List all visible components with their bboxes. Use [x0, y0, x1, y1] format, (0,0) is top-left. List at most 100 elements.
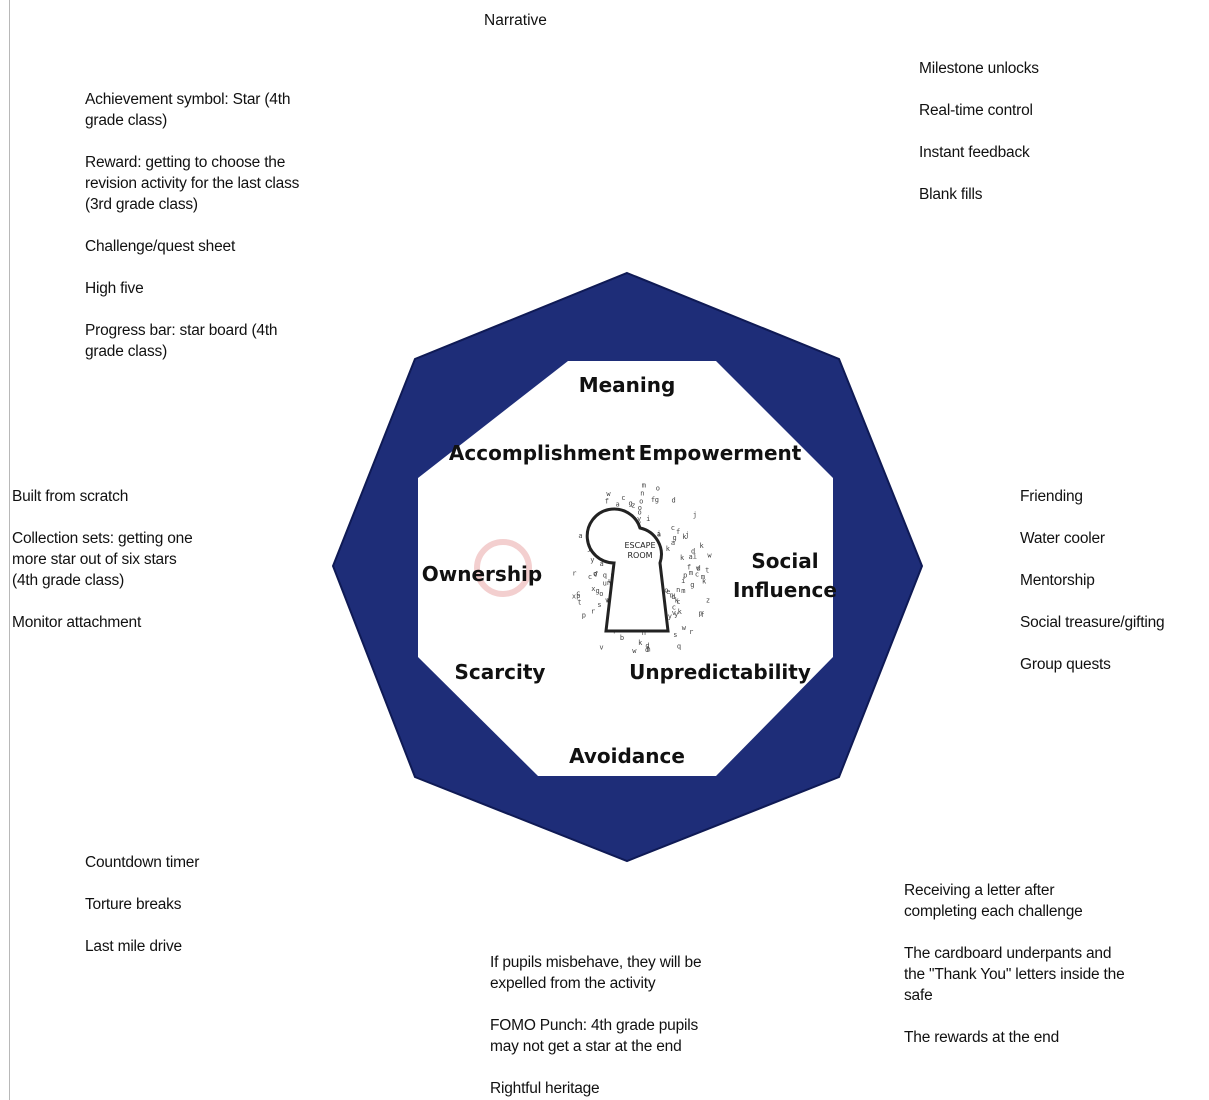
scatter-glyph: g — [655, 496, 659, 504]
scatter-glyph: b — [620, 634, 624, 642]
label-scarcity: Scarcity — [455, 660, 546, 684]
scatter-glyph: x — [591, 585, 595, 593]
accomplishment-items: Achievement symbol: Star (4th grade clas… — [85, 89, 365, 362]
scatter-glyph: p — [582, 612, 586, 620]
scatter-glyph: r — [689, 628, 693, 636]
scatter-glyph: d — [645, 646, 649, 654]
scatter-glyph: d — [691, 547, 695, 555]
scatter-glyph: c — [576, 590, 580, 598]
scatter-glyph: v — [599, 643, 603, 651]
scatter-glyph: m — [701, 573, 705, 581]
label-accomplishment: Accomplishment — [449, 441, 636, 465]
list-item: Challenge/quest sheet — [85, 238, 236, 255]
scatter-glyph: j — [685, 531, 689, 539]
list-item: If pupils misbehave, they will be expell… — [490, 954, 702, 992]
scatter-glyph: a — [689, 553, 693, 561]
scatter-glyph: i — [646, 515, 650, 523]
scatter-glyph: e — [666, 588, 670, 596]
list-item: Mentorship — [1020, 572, 1095, 589]
list-item: Real-time control — [919, 102, 1033, 119]
scatter-glyph: a — [600, 560, 604, 568]
social-influence-items: Friending Water cooler Mentorship Social… — [1020, 486, 1205, 675]
scatter-glyph: t — [705, 566, 709, 574]
scatter-glyph: k — [682, 533, 687, 541]
scatter-glyph: j — [693, 511, 697, 519]
empowerment-items: Milestone unlocks Real-time control Inst… — [919, 58, 1179, 205]
scatter-glyph: v — [605, 596, 609, 604]
list-item: Group quests — [1020, 656, 1111, 673]
scatter-glyph: p — [699, 609, 703, 617]
list-item: Last mile drive — [85, 938, 182, 955]
scatter-glyph: k — [638, 639, 643, 647]
label-influence: Influence — [733, 578, 837, 602]
list-item: Instant feedback — [919, 144, 1030, 161]
scarcity-items: Countdown timer Torture breaks Last mile… — [85, 852, 325, 957]
scatter-glyph: p — [576, 592, 580, 600]
scatter-glyph: w — [606, 490, 611, 498]
scatter-glyph: c — [621, 494, 625, 502]
scatter-glyph: v — [593, 571, 597, 579]
scatter-glyph: c — [672, 604, 676, 612]
scatter-glyph: u — [608, 577, 612, 585]
scatter-glyph: o — [593, 570, 597, 578]
list-item: Collection sets: getting one more star o… — [12, 530, 193, 589]
scatter-glyph: s — [597, 601, 601, 609]
scatter-glyph: m — [689, 569, 693, 577]
scatter-glyph: k — [666, 545, 671, 553]
scatter-glyph: d — [645, 642, 649, 650]
list-item: Friending — [1020, 488, 1083, 505]
scatter-glyph: o — [664, 587, 668, 595]
scatter-glyph: v — [672, 609, 676, 617]
scatter-glyph: x — [572, 592, 576, 600]
scatter-glyph: t — [577, 598, 581, 606]
scatter-glyph: w — [707, 552, 712, 560]
scatter-glyph: n — [642, 629, 646, 637]
scatter-glyph: g — [673, 534, 677, 542]
list-item: Receiving a letter after completing each… — [904, 882, 1083, 920]
list-item: Rightful heritage — [490, 1080, 600, 1097]
scatter-glyph: v — [696, 565, 700, 573]
scatter-glyph: k — [680, 554, 685, 562]
list-item: Reward: getting to choose the revision a… — [85, 154, 300, 213]
scatter-glyph: r — [572, 570, 576, 578]
watermark-ring-icon — [474, 539, 532, 597]
scatter-glyph: k — [700, 542, 705, 550]
scatter-glyph: y — [674, 610, 678, 618]
ownership-items: Built from scratch Collection sets: gett… — [12, 486, 272, 633]
list-item: Milestone unlocks — [919, 60, 1039, 77]
narrative-title: Narrative — [484, 12, 547, 29]
scatter-glyph: z — [631, 502, 635, 510]
list-item: FOMO Punch: 4th grade pupils may not get… — [490, 1017, 699, 1055]
avoidance-items: If pupils misbehave, they will be expell… — [490, 952, 770, 1099]
scatter-glyph: k — [675, 596, 680, 604]
scatter-glyph: c — [671, 524, 675, 532]
scatter-glyph: o — [638, 508, 642, 516]
left-border-line — [9, 0, 10, 1100]
scatter-glyph: i — [681, 577, 685, 585]
list-item: Progress bar: star board (4th grade clas… — [85, 322, 278, 360]
scatter-glyph: n — [607, 579, 611, 587]
scatter-glyph: u — [603, 580, 607, 588]
scatter-glyph: q — [603, 571, 607, 579]
scatter-glyph: n — [640, 490, 644, 498]
scatter-glyph: f — [605, 498, 609, 506]
scatter-glyph: i — [657, 530, 661, 538]
scatter-glyph: o — [656, 484, 660, 492]
scatter-glyph: c — [695, 571, 699, 579]
scatter-glyph: a — [671, 539, 675, 547]
scatter-glyph: c — [588, 573, 592, 581]
scatter-glyph: g — [596, 587, 600, 595]
scatter-glyph: f — [594, 570, 598, 578]
list-item: Countdown timer — [85, 854, 200, 871]
list-item: The cardboard underpants and the "Thank … — [904, 945, 1125, 1004]
scatter-glyph: a — [657, 530, 661, 538]
list-item: Water cooler — [1020, 530, 1105, 547]
scatter-glyph: z — [706, 596, 710, 604]
keyhole-text-line2: ROOM — [627, 551, 652, 560]
scatter-glyph: d — [671, 593, 675, 601]
escape-room-keyhole-icon: cnpundezyoefdifftfbrkvgdwwoisypzpuasfaod… — [572, 481, 713, 655]
scatter-glyph: h — [647, 646, 651, 654]
label-meaning: Meaning — [579, 373, 676, 397]
scatter-glyph: y — [590, 556, 594, 564]
